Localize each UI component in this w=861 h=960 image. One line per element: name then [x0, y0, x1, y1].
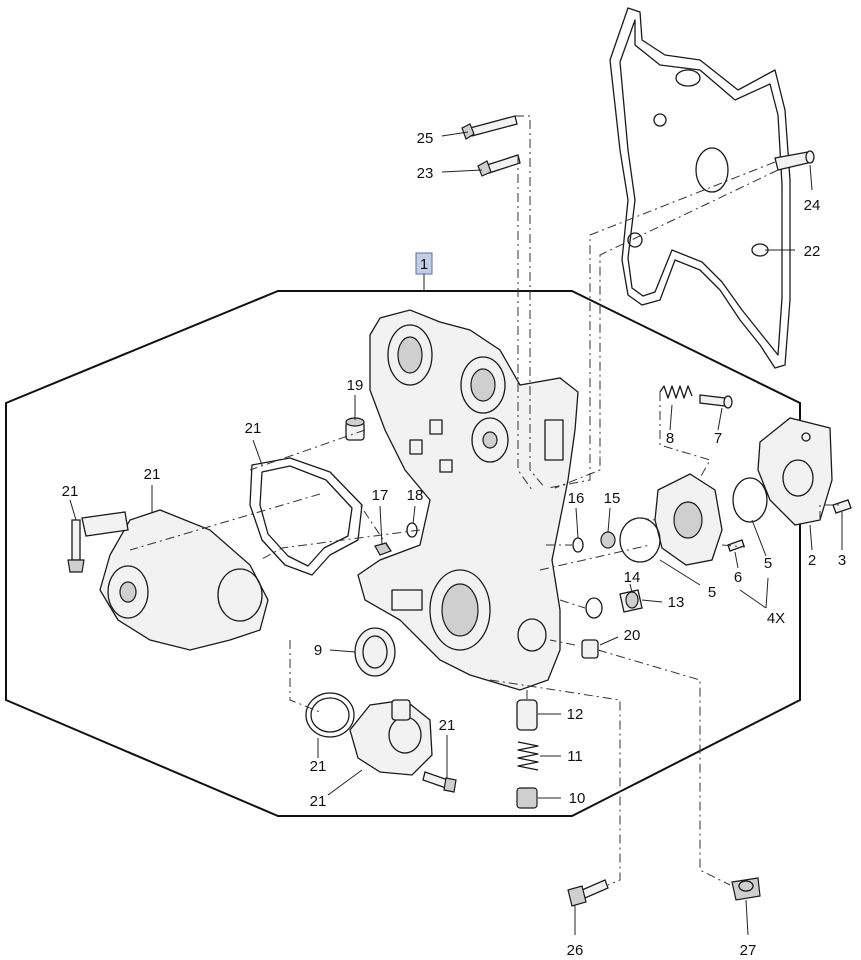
alignment-line [259, 529, 421, 561]
alignment-line [597, 649, 731, 886]
callout-13[interactable]: 13 [668, 594, 685, 611]
callout-10[interactable]: 10 [569, 790, 586, 807]
cap-15 [600, 531, 616, 549]
alignment-line [515, 115, 546, 489]
seal-14 [585, 597, 603, 619]
assembly-badge[interactable]: 1 [415, 252, 433, 291]
callout-12[interactable]: 12 [567, 706, 584, 723]
alignment-line [819, 504, 840, 520]
bolt-26 [567, 879, 609, 907]
alignment-line [517, 155, 533, 491]
alignment-line [639, 517, 656, 521]
alignment-line [659, 392, 711, 479]
callout-8[interactable]: 8 [666, 430, 674, 447]
callout-4x[interactable]: 4X [767, 610, 785, 627]
plug-27 [731, 877, 761, 901]
bolt-3 [832, 499, 852, 514]
callout-2[interactable]: 2 [808, 552, 816, 569]
bolt-21-left [67, 519, 85, 573]
plunger-12 [516, 699, 538, 731]
callout-25[interactable]: 25 [417, 130, 434, 147]
alignment-line [249, 429, 366, 471]
ring-16 [572, 537, 584, 553]
spring-8 [659, 385, 693, 399]
callout-15[interactable]: 15 [604, 490, 621, 507]
nut-17 [374, 542, 392, 556]
spring-11 [517, 741, 539, 771]
timing-cover-gasket [609, 7, 791, 369]
alignment-line [489, 679, 621, 886]
alignment-line [559, 599, 586, 609]
callout-23[interactable]: 23 [417, 165, 434, 182]
alignment-line [554, 169, 779, 489]
callout-14[interactable]: 14 [624, 569, 641, 586]
bolt-23 [477, 154, 521, 177]
plug-20 [581, 639, 599, 659]
callout-6[interactable]: 6 [734, 569, 742, 586]
dowel-pin [774, 150, 815, 171]
callout-22[interactable]: 22 [804, 243, 821, 260]
bolt-25 [461, 115, 518, 140]
alignment-line [539, 544, 651, 571]
alignment-line [549, 639, 576, 646]
callout-18[interactable]: 18 [407, 487, 424, 504]
callout-26[interactable]: 26 [567, 942, 584, 959]
plug-19 [345, 417, 365, 441]
oil-pump-rotor-housing [619, 473, 768, 566]
callout-27[interactable]: 27 [740, 942, 757, 959]
callout-24[interactable]: 24 [804, 197, 821, 214]
crank-seal-9 [354, 627, 396, 677]
plunger-7 [699, 394, 733, 409]
oil-pump-cover [757, 417, 833, 526]
alignment-line [721, 544, 746, 548]
callout-9[interactable]: 9 [314, 642, 322, 659]
callout-19[interactable]: 19 [347, 377, 364, 394]
water-pump-gasket [249, 457, 363, 576]
alignment-line [359, 504, 391, 551]
alignment-line [547, 161, 776, 489]
bolt-21-thermostat [422, 771, 457, 793]
callout-21-bolt[interactable]: 21 [62, 483, 79, 500]
water-pump [81, 509, 269, 651]
thermostat-housing [349, 699, 433, 776]
pin-6 [727, 539, 745, 552]
timing-cover-housing [357, 309, 579, 691]
assembly-frame [5, 290, 801, 817]
callout-5-rotor[interactable]: 5 [708, 584, 716, 601]
callout-16[interactable]: 16 [568, 490, 585, 507]
plug-10 [516, 787, 538, 809]
callout-11[interactable]: 11 [567, 748, 583, 765]
callout-21-pump[interactable]: 21 [144, 466, 161, 483]
callout-21-gasket[interactable]: 21 [245, 420, 262, 437]
sensor-13 [619, 589, 643, 613]
callout-5-cover[interactable]: 5 [764, 555, 772, 572]
callout-20[interactable]: 20 [624, 627, 641, 644]
thermostat-seal [305, 692, 355, 738]
callout-labels: 25 23 24 22 19 21 21 21 17 18 16 15 8 7 … [62, 130, 847, 959]
callout-21-thermostat[interactable]: 21 [310, 793, 327, 810]
alignment-line [129, 493, 321, 551]
assembly-number: 1 [420, 256, 428, 273]
alignment-line [289, 640, 321, 713]
callout-3[interactable]: 3 [838, 552, 846, 569]
callout-21-thermostat-bolt[interactable]: 21 [439, 717, 456, 734]
seal-18 [406, 522, 418, 538]
callout-7[interactable]: 7 [714, 430, 722, 447]
callout-21-seal[interactable]: 21 [310, 758, 327, 775]
callout-17[interactable]: 17 [372, 487, 389, 504]
